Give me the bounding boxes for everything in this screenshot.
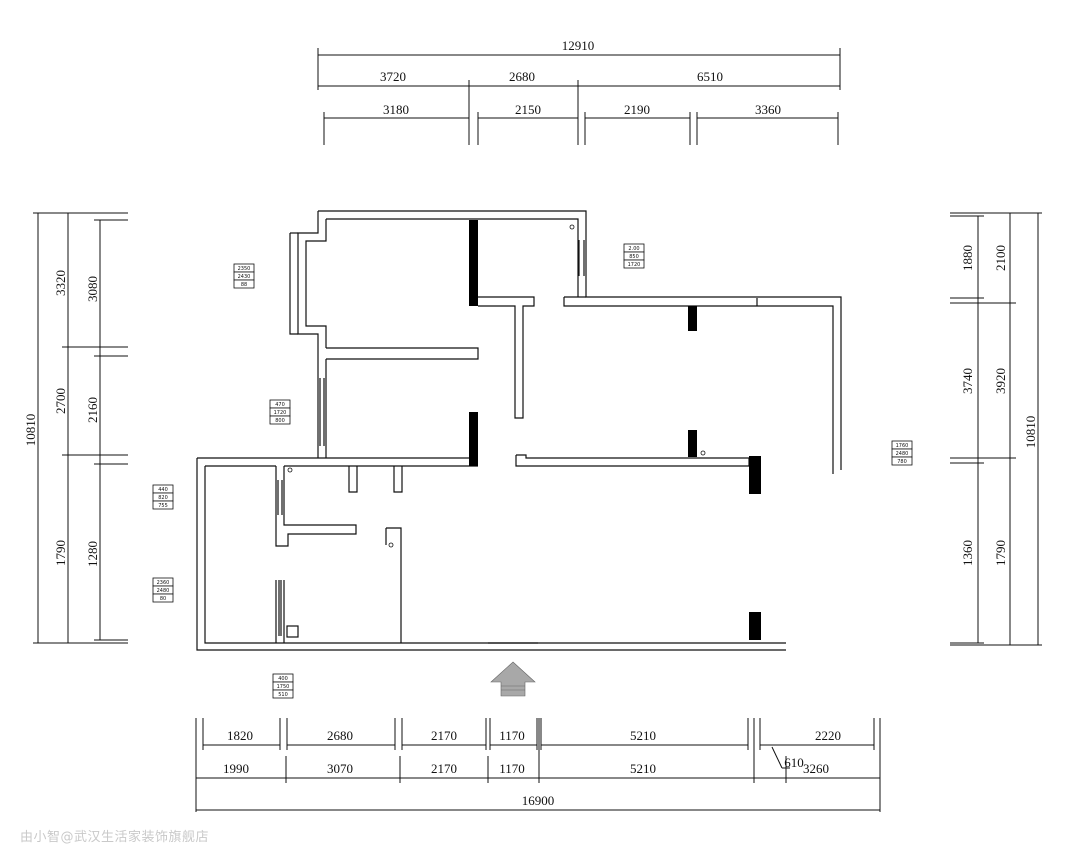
window-tag-value: 470 [275, 402, 285, 408]
window-tag-value: 2480 [896, 451, 909, 457]
dim-bottom-row1-6: 2220 [815, 728, 841, 743]
dim-top-row1-2: 2680 [509, 69, 535, 84]
dim-top-row2-2: 2150 [515, 102, 541, 117]
window-tag-value: 755 [158, 503, 168, 509]
window-tag-value: 400 [278, 676, 288, 682]
entrance-arrow-icon [490, 661, 536, 697]
window-tag-value: 2350 [238, 266, 251, 272]
window-tag: 440 820 755 [152, 484, 174, 510]
window-tag: 1760 2480 780 [891, 440, 913, 466]
dim-bottom-row1-1: 1820 [227, 728, 253, 743]
dim-top-total: 12910 [562, 38, 595, 53]
bottom-dimensions [195, 718, 881, 812]
window-tag-value: 2360 [157, 580, 170, 586]
window-tags: 2350 2430 88 2.00 850 1720 470 1720 800 440 820 755… [152, 243, 913, 699]
window-tag-value: 2.00 [628, 246, 639, 252]
dim-right-outer-1: 2100 [993, 245, 1008, 271]
window-tag: 470 1720 800 [269, 399, 291, 425]
walls [196, 210, 842, 651]
dim-top-row2-4: 3360 [755, 102, 781, 117]
window-tag-value: 88 [241, 282, 247, 288]
window-tag: 2.00 850 1720 [623, 243, 645, 269]
window-tag-cell [152, 593, 174, 603]
dim-right-inner-3: 1360 [960, 540, 975, 566]
dim-bottom-row2-6: 3260 [803, 761, 829, 776]
dim-bottom-row2-3: 2170 [431, 761, 457, 776]
dim-left-inner-2: 2160 [85, 397, 100, 423]
dim-right-inner-1: 1880 [960, 245, 975, 271]
dim-bottom-row2-4: 1170 [499, 761, 525, 776]
dim-left-inner-1: 3080 [85, 276, 100, 302]
dim-right-inner-2: 3740 [960, 368, 975, 394]
window-tag-cell [623, 259, 645, 269]
window-tag-value: 2430 [238, 274, 251, 280]
window-tag-cell [269, 415, 291, 425]
window-tag-value: 1750 [277, 684, 290, 690]
window-tag-value: 800 [275, 418, 285, 424]
dim-bottom-row1-5: 5210 [630, 728, 656, 743]
dim-left-outer-1: 3320 [53, 270, 68, 296]
window-tag-value: 1720 [274, 410, 287, 416]
window-tag-value: 510 [278, 692, 288, 698]
dim-right-total: 10810 [1023, 416, 1038, 449]
window-tag-value: 80 [160, 596, 166, 602]
dim-bottom-row2-5: 5210 [630, 761, 656, 776]
dim-left-outer-3: 1790 [53, 540, 68, 566]
window-tag: 400 1750 510 [272, 673, 294, 699]
dim-top-row2-3: 2190 [624, 102, 650, 117]
watermark: 由小智@武汉生活家装饰旗舰店 [20, 830, 210, 845]
window-tag-cell [272, 689, 294, 699]
window-tag: 2360 2480 80 [152, 577, 174, 603]
top-dimensions [317, 48, 841, 145]
window-tag-value: 440 [158, 487, 168, 493]
dim-bottom-row2-1: 1990 [223, 761, 249, 776]
dim-bottom-extra: 610 [784, 755, 804, 770]
window-tag-value: 850 [629, 254, 639, 260]
dim-bottom-row2-2: 3070 [327, 761, 353, 776]
window-tag-value: 1720 [628, 262, 641, 268]
dim-top-row1-3: 6510 [697, 69, 723, 84]
right-dimensions [950, 212, 1042, 646]
window-tag-value: 820 [158, 495, 168, 501]
dim-bottom-row1-3: 2170 [431, 728, 457, 743]
dim-left-outer-2: 2700 [53, 388, 68, 414]
dim-right-outer-2: 3920 [993, 368, 1008, 394]
left-dimensions [33, 212, 128, 644]
dim-top-row1-1: 3720 [380, 69, 406, 84]
window-tag: 2350 2430 88 [233, 263, 255, 289]
window-tag-value: 780 [897, 459, 907, 465]
dim-right-outer-3: 1790 [993, 540, 1008, 566]
window-tag-value: 2480 [157, 588, 170, 594]
window-tag-cell [152, 500, 174, 510]
window-tag-cell [891, 456, 913, 466]
dim-left-inner-3: 1280 [85, 541, 100, 567]
dim-bottom-row1-2: 2680 [327, 728, 353, 743]
dim-top-row2-1: 3180 [383, 102, 409, 117]
dim-left-total: 10810 [23, 414, 38, 447]
pipe-markers [287, 224, 706, 548]
window-tag-value: 1760 [896, 443, 909, 449]
window-tag-cell [233, 279, 255, 289]
dim-bottom-total: 16900 [522, 793, 555, 808]
structural-columns [469, 220, 761, 640]
dim-bottom-row1-4: 1170 [499, 728, 525, 743]
